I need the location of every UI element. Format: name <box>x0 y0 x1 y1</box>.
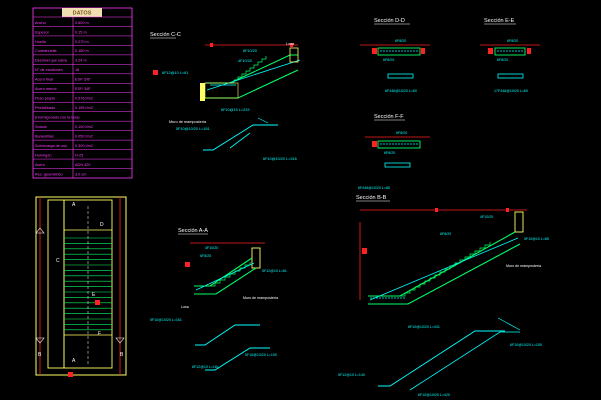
table-row-label: Desnivel que salva <box>35 59 68 63</box>
svg-text:E: E <box>92 292 96 298</box>
svg-text:Sección B-B: Sección B-B <box>356 195 387 201</box>
svg-text:6F10@10/20 L=420: 6F10@10/20 L=420 <box>418 393 450 397</box>
svg-text:Muro de mampostería: Muro de mampostería <box>243 296 278 300</box>
stair-plan: A A C D B B E F <box>35 196 127 377</box>
svg-text:B: B <box>120 352 124 358</box>
svg-text:4F10/20: 4F10/20 <box>205 246 218 250</box>
svg-text:5F10@10/20 L=190: 5F10@10/20 L=190 <box>245 353 277 357</box>
svg-text:5F10@10 L=85: 5F10@10 L=85 <box>524 237 549 241</box>
table-row-label: Acero menor <box>35 87 57 91</box>
svg-text:6F446@10/20 L=60: 6F446@10/20 L=60 <box>385 89 417 93</box>
svg-text:D: D <box>100 222 104 228</box>
table-row-value: 0.600 m <box>75 21 89 25</box>
table-row-value: 3.0 cm <box>75 172 86 176</box>
table-row-value: 0.270 m <box>75 40 89 44</box>
svg-text:Muro de mampostería: Muro de mampostería <box>169 120 207 124</box>
table-row-value: 0.15 m <box>75 30 87 34</box>
table-row-value: 0.155 t/m2 <box>75 106 93 110</box>
table-row-value: ADN 420 <box>75 163 90 167</box>
table-row-label: Contrahuella <box>35 49 57 53</box>
table-row-label: N° de escalones <box>35 68 63 72</box>
svg-text:F: F <box>98 331 101 337</box>
svg-text:6F8/20: 6F8/20 <box>383 58 394 62</box>
svg-text:5F10@10/20 L=161: 5F10@10/20 L=161 <box>150 318 182 322</box>
svg-text:5F12@10 L=61: 5F12@10 L=61 <box>262 269 287 273</box>
table-row-value: 0.576 t/m2 <box>75 97 93 101</box>
section-ee: Sección E-E 6F8/20 6F8/20 17F446@10/20 L… <box>480 18 540 93</box>
section-dd: Sección D-D 6F8/20 6F8/20 6F446@10/20 L=… <box>360 18 430 93</box>
data-table: DATOS Ancho 0.600 m Espesor 0.15 m Huella 0.2… <box>32 7 133 179</box>
svg-text:6F8/20: 6F8/20 <box>395 39 406 43</box>
table-row-label: Acero final <box>35 78 53 82</box>
svg-text:6F12@10 L=161: 6F12@10 L=161 <box>192 365 219 369</box>
table-row-value: 0.180 m <box>75 49 89 53</box>
table-row-value: 0.100 t/m2 <box>75 125 93 129</box>
svg-text:6F10/20: 6F10/20 <box>243 49 257 53</box>
svg-text:5F12@10 L=140: 5F12@10 L=140 <box>338 373 365 377</box>
table-rows: Ancho 0.600 m Espesor 0.15 m Huella 0.270 m Co… <box>33 16 132 176</box>
table-row-label: Huella <box>35 40 47 44</box>
svg-text:6F12@10 L=61: 6F12@10 L=61 <box>162 71 188 75</box>
svg-text:6F10@10/20 L=155: 6F10@10/20 L=155 <box>510 343 542 347</box>
svg-text:6F10@10/20 L=316: 6F10@10/20 L=316 <box>263 157 297 161</box>
table-row-label: Rec. geométrico <box>35 172 63 176</box>
svg-text:C: C <box>56 258 60 264</box>
section-aa: Sección A-A 4F10/20 6F8/20 5F12@10 L=61 … <box>150 228 287 371</box>
table-row-label: Peso propio <box>35 97 55 101</box>
svg-text:Sección F-F: Sección F-F <box>374 114 404 120</box>
svg-text:6F10@15 L=233: 6F10@15 L=233 <box>221 108 249 112</box>
svg-text:4F10/20: 4F10/20 <box>480 215 493 219</box>
svg-text:6F8/20: 6F8/20 <box>384 151 395 155</box>
section-ff: Sección F-F 6F8/20 6F8/20 6F446@10/20 L=… <box>358 114 430 190</box>
svg-text:5F10@10/20 L=181: 5F10@10/20 L=181 <box>176 127 210 131</box>
table-row-value: 0.300 t/m2 <box>75 144 93 148</box>
table-row-label: Sobrecarga de uso <box>35 144 67 148</box>
table-row-value: H-25 <box>75 153 83 157</box>
svg-text:Losa: Losa <box>286 42 295 46</box>
section-cc-title: Sección C-C <box>150 32 181 38</box>
table-row-label: Hormigón <box>35 153 51 157</box>
svg-text:6F446@10/20 L=85: 6F446@10/20 L=85 <box>358 186 390 190</box>
svg-text:A: A <box>72 358 76 364</box>
table-row-value: 3.24 m <box>75 59 87 63</box>
table-row-value: 18 <box>75 68 79 72</box>
table-row-value: ESP. 5/8" <box>75 78 91 82</box>
table-title: DATOS <box>73 11 92 17</box>
table-row-label: Acero <box>35 163 45 167</box>
svg-text:A: A <box>72 202 76 208</box>
svg-text:6F8/20: 6F8/20 <box>497 58 508 62</box>
table-row-label: Peldañeado <box>35 106 55 110</box>
svg-text:6F8/20: 6F8/20 <box>396 131 407 135</box>
table-row-label: Solado <box>35 125 47 129</box>
svg-text:4F10/20: 4F10/20 <box>238 59 252 63</box>
svg-text:Sección E-E: Sección E-E <box>484 18 515 24</box>
table-row-label: Espesor <box>35 30 50 34</box>
table-row-label: (Hormigonado con la losa) <box>35 116 80 120</box>
svg-text:Sección D-D: Sección D-D <box>374 18 405 24</box>
svg-text:Losa: Losa <box>181 305 189 309</box>
svg-text:6F8/20: 6F8/20 <box>440 232 451 236</box>
table-row-value: 0.050 t/m2 <box>75 134 93 138</box>
section-cc: Sección C-C Losa Muro de mampostería 6F1… <box>150 32 301 161</box>
table-row-value: ESP. 3/8" <box>75 87 91 91</box>
svg-text:Muro de mampostería: Muro de mampostería <box>506 264 541 268</box>
svg-text:17F446@10/20 L=60: 17F446@10/20 L=60 <box>494 89 528 93</box>
table-row-label: Ancho <box>35 21 46 25</box>
svg-text:6F10@10/20 L=431: 6F10@10/20 L=431 <box>408 325 440 329</box>
table-row-label: Barandillas <box>35 134 54 138</box>
svg-text:6F8/20: 6F8/20 <box>200 254 211 258</box>
section-bb: Sección B-B 4F10/20 6F8/20 5F10@10 L=85 … <box>338 195 549 397</box>
svg-text:6F8/20: 6F8/20 <box>507 39 518 43</box>
svg-text:B: B <box>38 352 42 358</box>
svg-text:Sección A-A: Sección A-A <box>178 228 208 234</box>
